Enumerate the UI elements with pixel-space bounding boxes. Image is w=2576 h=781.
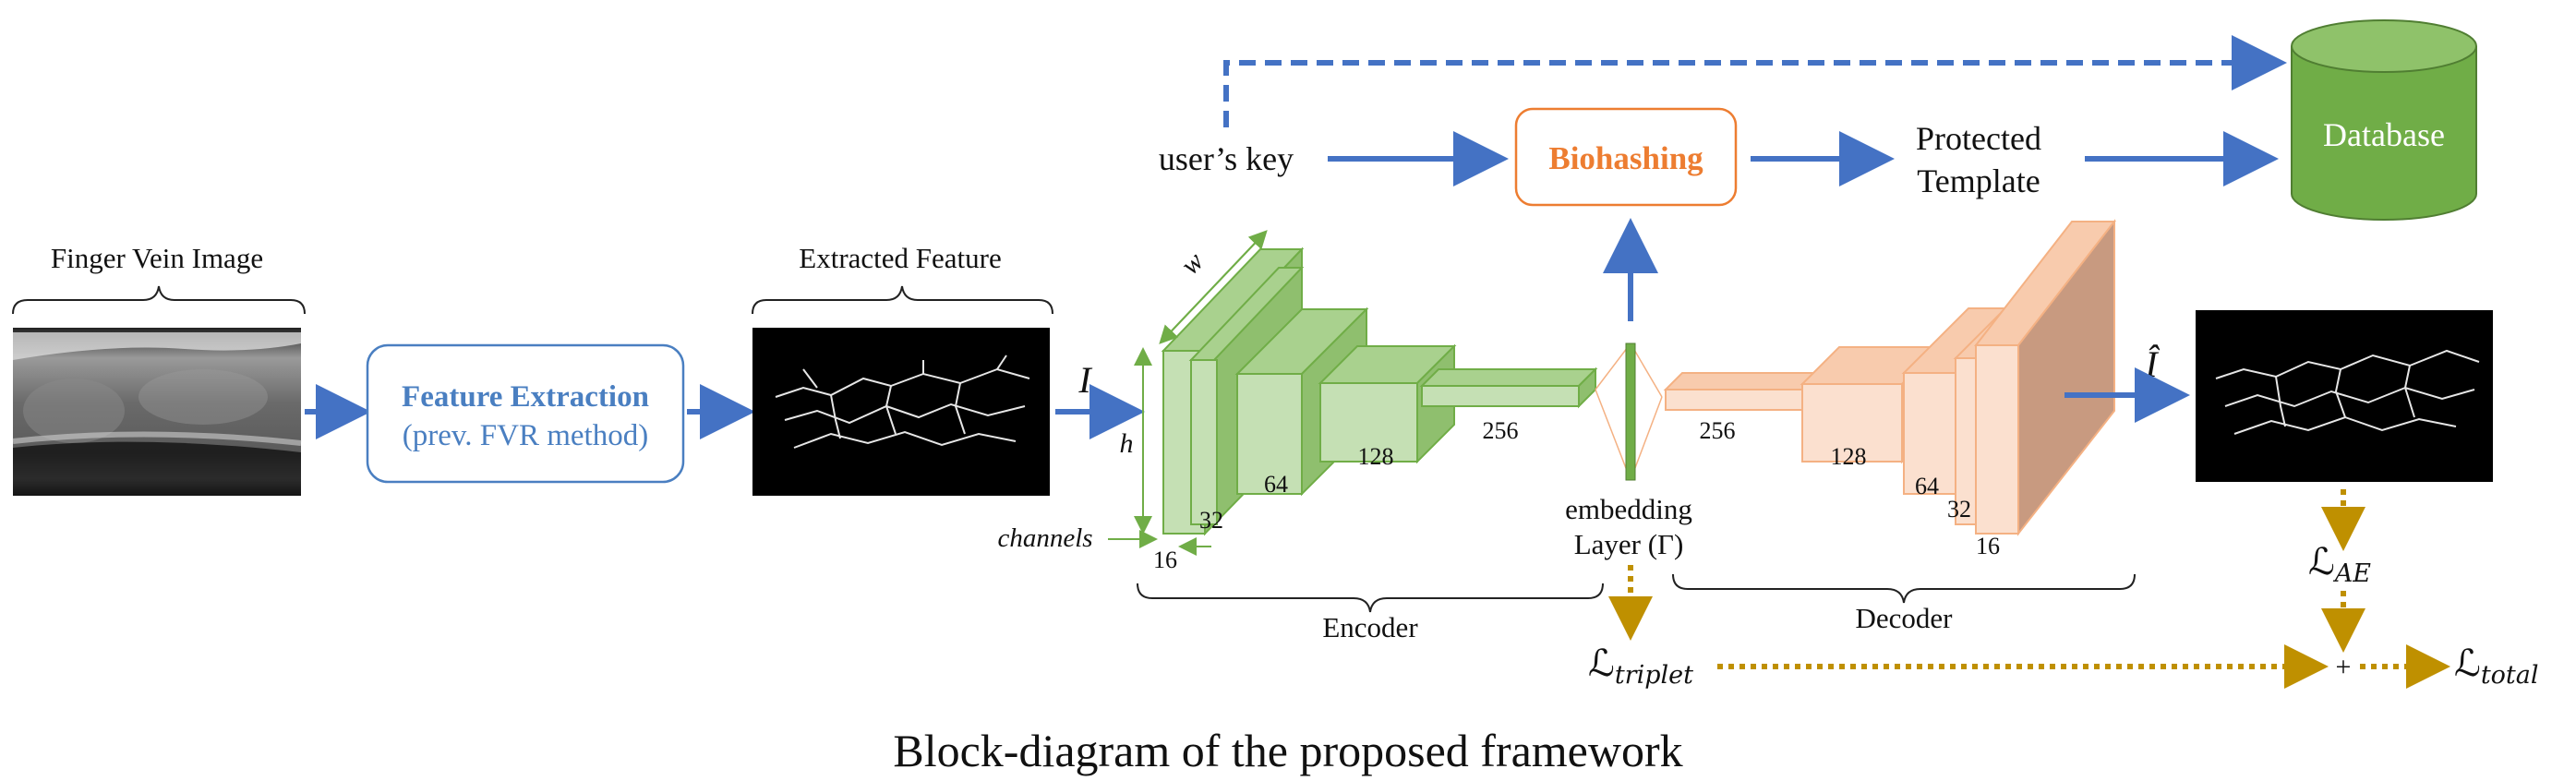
loss-plus: +	[2336, 652, 2352, 682]
embedding-layer	[1595, 342, 1663, 481]
dashed-key-to-db	[1223, 35, 2287, 127]
biohashing-label: Biohashing	[1548, 140, 1703, 176]
decoder-blocks	[1663, 219, 2117, 536]
biohashing-box	[1514, 107, 1738, 207]
extracted-feature-brace	[752, 285, 1053, 315]
extracted-feature-image	[752, 328, 1050, 496]
encoder-size-16: 16	[1153, 547, 1177, 573]
user-key-label: user’s key	[1159, 140, 1294, 177]
protected-template-line2: Template	[1917, 162, 2040, 199]
encoder-size-128: 128	[1358, 443, 1394, 470]
embedding-label-line2: Layer (Γ)	[1574, 528, 1684, 560]
w-label: w	[1175, 246, 1210, 281]
input-symbol-I: I	[1077, 359, 1092, 401]
extracted-feature-title: Extracted Feature	[799, 242, 1001, 274]
decoder-label: Decoder	[1856, 602, 1954, 634]
channels-label: channels	[997, 523, 1092, 553]
feature-extraction-subtitle: (prev. FVR method)	[403, 419, 648, 452]
database-cylinder	[2291, 19, 2477, 221]
loss-ae-subscript: AE	[2332, 559, 2371, 588]
encoder-brace	[1137, 583, 1604, 613]
decoder-size-16: 16	[1976, 533, 2000, 559]
database-label: Database	[2323, 116, 2445, 153]
w-dimension-arrow-back	[1159, 232, 1266, 344]
loss-total: ℒtotal	[2454, 643, 2539, 690]
loss-triplet: ℒtriplet	[1588, 643, 1693, 690]
encoder-size-256: 256	[1483, 417, 1519, 444]
finger-vein-image	[12, 328, 302, 496]
loss-total-symbol: ℒ	[2454, 643, 2481, 685]
output-symbol-I-hat: Î	[2144, 343, 2160, 385]
decoder-size-256: 256	[1700, 417, 1736, 444]
finger-vein-title: Finger Vein Image	[51, 242, 263, 274]
decoder-size-32: 32	[1947, 496, 1971, 523]
encoder-blocks	[1161, 246, 1598, 536]
loss-triplet-subscript: triplet	[1615, 661, 1693, 690]
figure-caption: Block-diagram of the proposed framework	[893, 725, 1682, 776]
h-label: h	[1120, 428, 1134, 459]
loss-ae: ℒAE	[2308, 541, 2371, 588]
feature-extraction-title: Feature Extraction	[402, 380, 649, 414]
decoder-brace	[1672, 573, 2136, 604]
loss-total-subscript: total	[2481, 661, 2539, 690]
encoder-size-32: 32	[1199, 507, 1223, 534]
loss-ae-symbol: ℒ	[2308, 541, 2335, 583]
reconstructed-image	[2196, 310, 2493, 482]
embedding-label-line1: embedding	[1565, 493, 1692, 525]
encoder-size-64: 64	[1264, 471, 1288, 498]
encoder-label: Encoder	[1322, 611, 1418, 643]
finger-vein-brace	[12, 285, 306, 315]
loss-triplet-symbol: ℒ	[1588, 643, 1615, 685]
decoder-size-128: 128	[1831, 443, 1867, 470]
protected-template-line1: Protected	[1916, 120, 2041, 157]
decoder-size-64: 64	[1915, 473, 1939, 499]
feature-extraction-box	[366, 343, 685, 484]
